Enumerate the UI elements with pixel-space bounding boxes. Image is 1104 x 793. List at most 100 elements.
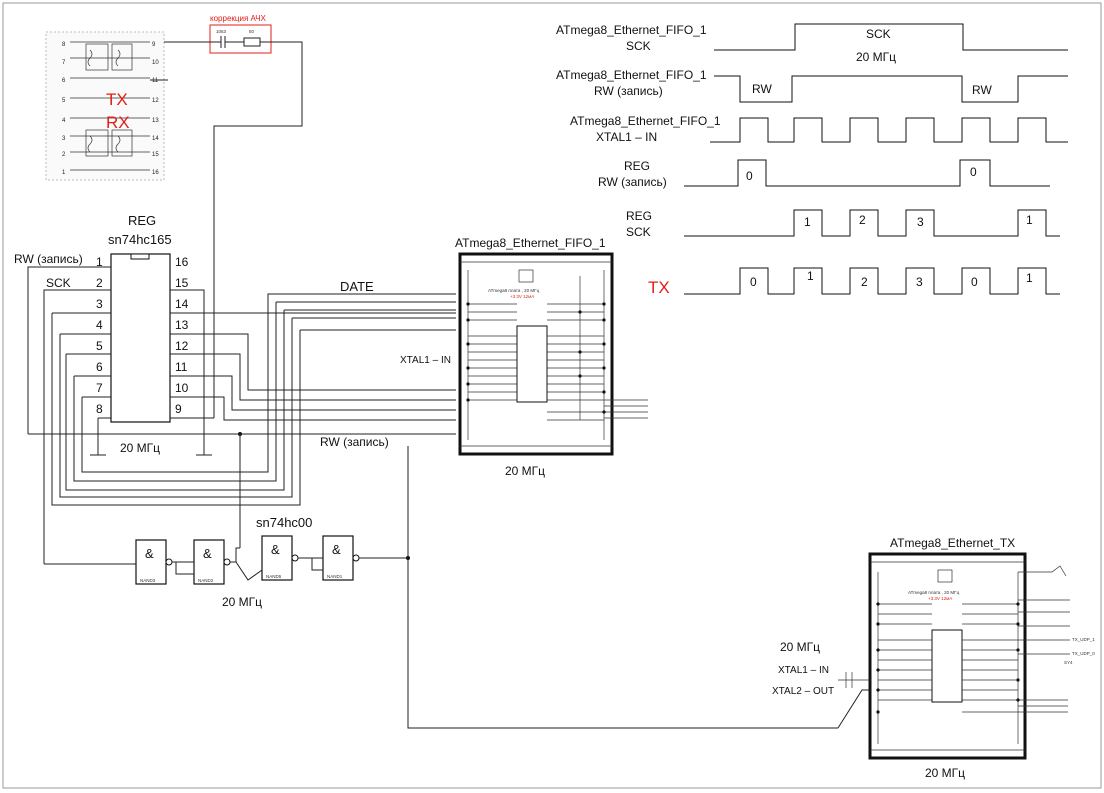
reg-sck-label: SCK xyxy=(46,276,71,290)
nand3-name: NAND3 xyxy=(140,578,156,583)
t-regsck-wave xyxy=(684,209,1060,237)
t-regrw-wave xyxy=(684,159,1050,187)
t-sck-mark: SCK xyxy=(866,27,891,41)
t-regrw-l1: REG xyxy=(624,159,650,173)
t-tx-label: TX xyxy=(648,278,670,297)
reg-pin-6: 6 xyxy=(96,360,103,374)
correction-label: коррекция АЧХ xyxy=(210,14,267,23)
reg-pin-14: 14 xyxy=(175,297,189,311)
t-tx-mark-4: 3 xyxy=(916,275,923,289)
xfmr-pin-13: 13 xyxy=(152,118,159,124)
txmod-title: ATmega8_Ethernet_TX xyxy=(890,536,1015,550)
txmod-xtal2: XTAL2 – OUT xyxy=(772,686,834,697)
reg-pin-4: 4 xyxy=(96,318,103,332)
t-tx-mark-2: 1 xyxy=(807,269,814,283)
xfmr-pin-5: 5 xyxy=(62,98,66,104)
t-regrw-mark-1: 0 xyxy=(746,169,753,183)
fifo-title: ATmega8_Ethernet_FIFO_1 xyxy=(455,236,606,250)
t-sck-l1: ATmega8_Ethernet_FIFO_1 xyxy=(556,23,707,37)
t-rw-mark-1: RW xyxy=(752,82,772,96)
reg-title: REG xyxy=(128,213,156,228)
xfmr-pin-14: 14 xyxy=(152,136,159,142)
xfmr-pin-11: 11 xyxy=(152,78,159,84)
xfmr-pin-1: 1 xyxy=(62,170,66,176)
reg-pin-11: 11 xyxy=(175,360,188,374)
reg-freq: 20 МГц xyxy=(120,441,160,455)
xfmr-pin-12: 12 xyxy=(152,98,159,104)
nand5-name: NAND5 xyxy=(266,574,282,579)
t-xtal-l1: ATmega8_Ethernet_FIFO_1 xyxy=(570,114,721,128)
t-xtal-l2: XTAL1 – IN xyxy=(596,130,657,144)
txmod-out1: TX_UDP_1 xyxy=(1072,637,1095,642)
reg-pin-12: 12 xyxy=(175,339,189,353)
xfmr-pin-4: 4 xyxy=(62,118,66,124)
reg-pin-8: 8 xyxy=(96,402,103,416)
txmod-out3: SY4 xyxy=(1064,660,1073,665)
ethernet-transformer: 8 7 6 5 4 3 2 1 9 10 11 12 13 14 15 16 T… xyxy=(45,31,165,181)
t-regsck-mark-4: 1 xyxy=(1026,213,1033,227)
txmod-freq-label: 20 МГц xyxy=(780,640,820,654)
reg-pin-1: 1 xyxy=(96,255,103,269)
t-tx-mark-6: 1 xyxy=(1026,271,1033,285)
nand-freq: 20 МГц xyxy=(222,595,262,609)
cap-value: 1063 xyxy=(216,29,227,34)
t-xtal-wave xyxy=(710,117,1068,143)
fifo-supply: +3.3V 12мА xyxy=(510,294,534,299)
timing-diagram: ATmega8_Ethernet_FIFO_1 SCK SCK 20 МГц A… xyxy=(556,23,1068,297)
afc-correction: коррекция АЧХ 1063 50 xyxy=(150,14,303,418)
fifo-freq: 20 МГц xyxy=(505,464,545,478)
fifo-inner: ATmega8 плата , 20 МГц xyxy=(488,288,540,293)
t-regsck-l2: SCK xyxy=(626,225,651,239)
t-sck-wave xyxy=(714,23,1068,51)
t-regsck-l1: REG xyxy=(626,209,652,223)
xfmr-pin-16: 16 xyxy=(152,170,159,176)
t-rw-wave xyxy=(714,75,1068,103)
reg-pin-3: 3 xyxy=(96,297,103,311)
rx-label: RX xyxy=(106,113,130,132)
date-label: DATE xyxy=(340,279,374,294)
reg-sn74hc165: REG sn74hc165 1 2 3 4 5 6 7 8 16 15 14 1… xyxy=(14,213,189,455)
t-rw-l1: ATmega8_Ethernet_FIFO_1 xyxy=(556,68,707,82)
xfmr-pin-15: 15 xyxy=(152,152,159,158)
nand3-symbol: & xyxy=(145,546,154,561)
t-sck-freq: 20 МГц xyxy=(856,50,896,64)
t-regsck-mark-1: 1 xyxy=(804,215,811,229)
reg-pin-7: 7 xyxy=(96,381,103,395)
t-tx-mark-3: 2 xyxy=(861,275,868,289)
txmod-freq: 20 МГц xyxy=(925,766,965,780)
xfmr-pin-2: 2 xyxy=(62,152,66,158)
xfmr-pin-6: 6 xyxy=(62,78,66,84)
t-rw-l2: RW (запись) xyxy=(594,84,663,98)
xfmr-pin-7: 7 xyxy=(62,60,66,66)
t-regrw-mark-2: 0 xyxy=(970,165,977,179)
t-regsck-mark-2: 2 xyxy=(859,213,866,227)
nand2-name: NAND2 xyxy=(198,578,214,583)
nand5-symbol: & xyxy=(271,542,280,557)
reg-pin-10: 10 xyxy=(175,381,189,395)
t-regrw-l2: RW (запись) xyxy=(598,175,667,189)
t-tx-mark-1: 0 xyxy=(750,275,757,289)
t-rw-mark-2: RW xyxy=(972,83,992,97)
reg-pin-16: 16 xyxy=(175,255,189,269)
t-regsck-mark-3: 3 xyxy=(917,215,924,229)
reg-pin-5: 5 xyxy=(96,339,103,353)
t-tx-mark-5: 0 xyxy=(971,275,978,289)
txmod-out2: TX_UDP_0 xyxy=(1072,651,1095,656)
txmod-supply: +3.3V 12мА xyxy=(928,596,952,601)
fifo-module: ATmega8_Ethernet_FIFO_1 ATmega8 плата , … xyxy=(455,236,648,478)
reg-pin-9: 9 xyxy=(175,402,182,416)
txmod-inner: ATmega8 плата , 20 МГц xyxy=(908,590,960,595)
reg-pin-2: 2 xyxy=(96,276,103,290)
nand1-name: NAND1 xyxy=(327,574,343,579)
xfmr-pin-8: 8 xyxy=(62,42,66,48)
rw-write-label: RW (запись) xyxy=(320,435,389,449)
t-tx-wave xyxy=(684,267,1060,295)
xfmr-pin-3: 3 xyxy=(62,136,66,142)
tx-label: TX xyxy=(106,90,128,109)
xtal1-in-label: XTAL1 – IN xyxy=(400,355,451,366)
nand-part: sn74hc00 xyxy=(256,515,312,530)
t-sck-l2: SCK xyxy=(626,39,651,53)
reg-rw-label: RW (запись) xyxy=(14,252,83,266)
